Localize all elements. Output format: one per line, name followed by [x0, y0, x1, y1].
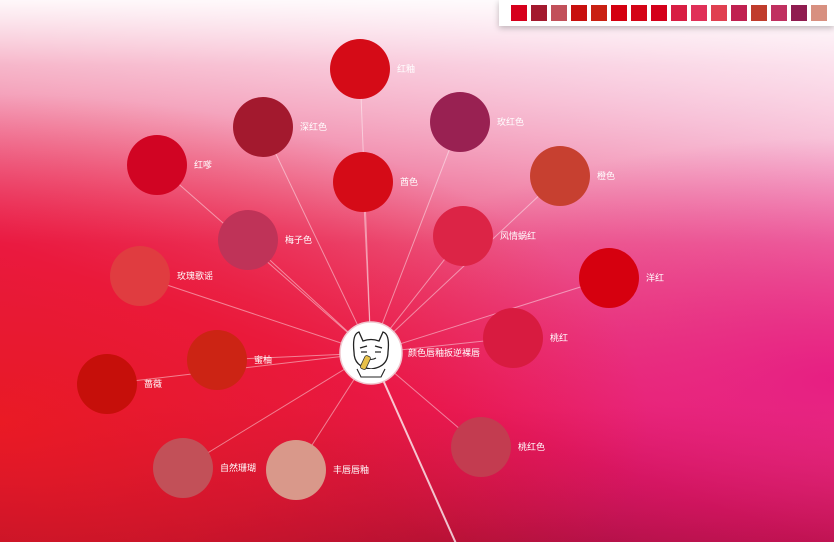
color-node-label: 风情蜗红 — [500, 230, 536, 242]
color-node-label: 桃红色 — [518, 441, 545, 453]
color-node-label: 深红色 — [300, 121, 327, 133]
color-node[interactable]: 桃红 — [483, 308, 568, 368]
color-node-circle[interactable] — [233, 97, 293, 157]
color-node[interactable]: 丰唇唇釉 — [266, 440, 369, 500]
color-node[interactable]: 酋色 — [333, 152, 418, 212]
cat-avatar-icon — [352, 331, 390, 378]
color-node-label: 玫红色 — [497, 116, 524, 128]
palette-swatch[interactable] — [651, 5, 667, 21]
color-node-label: 洋红 — [646, 272, 664, 284]
color-node-circle[interactable] — [333, 152, 393, 212]
palette-swatch[interactable] — [711, 5, 727, 21]
graph-link — [139, 275, 372, 354]
color-node-label: 蜜柚 — [254, 354, 272, 366]
color-node-circle[interactable] — [330, 39, 390, 99]
palette-swatch[interactable] — [511, 5, 527, 21]
palette-swatch[interactable] — [731, 5, 747, 21]
color-node[interactable]: 红釉 — [330, 39, 415, 99]
graph-link — [370, 277, 610, 354]
graph-link — [370, 352, 457, 542]
color-node-circle[interactable] — [110, 246, 170, 306]
palette-swatch[interactable] — [631, 5, 647, 21]
color-node-label: 桃红 — [550, 332, 568, 344]
graph-link — [262, 126, 372, 354]
color-node-label: 玫瑰歌谣 — [177, 270, 213, 282]
palette-swatch[interactable] — [611, 5, 627, 21]
color-node-label: 酋色 — [400, 176, 418, 188]
palette-swatch[interactable] — [791, 5, 807, 21]
color-node-circle[interactable] — [430, 92, 490, 152]
color-node-label: 丰唇唇釉 — [333, 464, 369, 476]
color-node-circle[interactable] — [483, 308, 543, 368]
color-node-circle[interactable] — [451, 417, 511, 477]
color-node-label: 蔷薇 — [144, 378, 162, 390]
palette-swatch[interactable] — [691, 5, 707, 21]
color-node-label: 红釉 — [397, 63, 415, 75]
center-node[interactable]: 颜色唇釉扳逆裸唇 — [339, 321, 480, 385]
graph-link — [370, 121, 461, 354]
color-node[interactable]: 梅子色 — [218, 210, 312, 270]
color-palette-bar — [499, 0, 834, 26]
palette-swatch[interactable] — [811, 5, 827, 21]
color-node[interactable]: 蔷薇 — [77, 354, 162, 414]
palette-swatch[interactable] — [571, 5, 587, 21]
color-node[interactable]: 桃红色 — [451, 417, 545, 477]
color-node-circle[interactable] — [187, 330, 247, 390]
color-node[interactable]: 自然珊瑚 — [153, 438, 256, 498]
color-node-label: 自然珊瑚 — [220, 462, 256, 474]
color-node-label: 红嗲 — [194, 159, 212, 171]
color-node-circle[interactable] — [218, 210, 278, 270]
color-node-circle[interactable] — [153, 438, 213, 498]
color-node[interactable]: 洋红 — [579, 248, 664, 308]
color-node[interactable]: 玫红色 — [430, 92, 524, 152]
graph-link — [182, 352, 372, 469]
color-node-label: 梅子色 — [285, 234, 312, 246]
color-node[interactable]: 深红色 — [233, 97, 327, 157]
color-node-circle[interactable] — [579, 248, 639, 308]
palette-swatch[interactable] — [591, 5, 607, 21]
palette-swatch[interactable] — [671, 5, 687, 21]
color-node-circle[interactable] — [530, 146, 590, 206]
color-node-circle[interactable] — [77, 354, 137, 414]
color-node[interactable]: 橙色 — [530, 146, 615, 206]
color-node-circle[interactable] — [433, 206, 493, 266]
color-node[interactable]: 红嗲 — [127, 135, 212, 195]
palette-swatch[interactable] — [531, 5, 547, 21]
color-node-label: 橙色 — [597, 170, 615, 182]
center-node-label: 颜色唇釉扳逆裸唇 — [408, 347, 480, 359]
palette-swatch[interactable] — [771, 5, 787, 21]
color-node[interactable]: 玫瑰歌谣 — [110, 246, 213, 306]
color-node[interactable]: 风情蜗红 — [433, 206, 536, 266]
palette-swatch[interactable] — [751, 5, 767, 21]
color-node-circle[interactable] — [266, 440, 326, 500]
color-node-circle[interactable] — [127, 135, 187, 195]
color-node[interactable]: 蜜柚 — [187, 330, 272, 390]
palette-swatch[interactable] — [551, 5, 567, 21]
